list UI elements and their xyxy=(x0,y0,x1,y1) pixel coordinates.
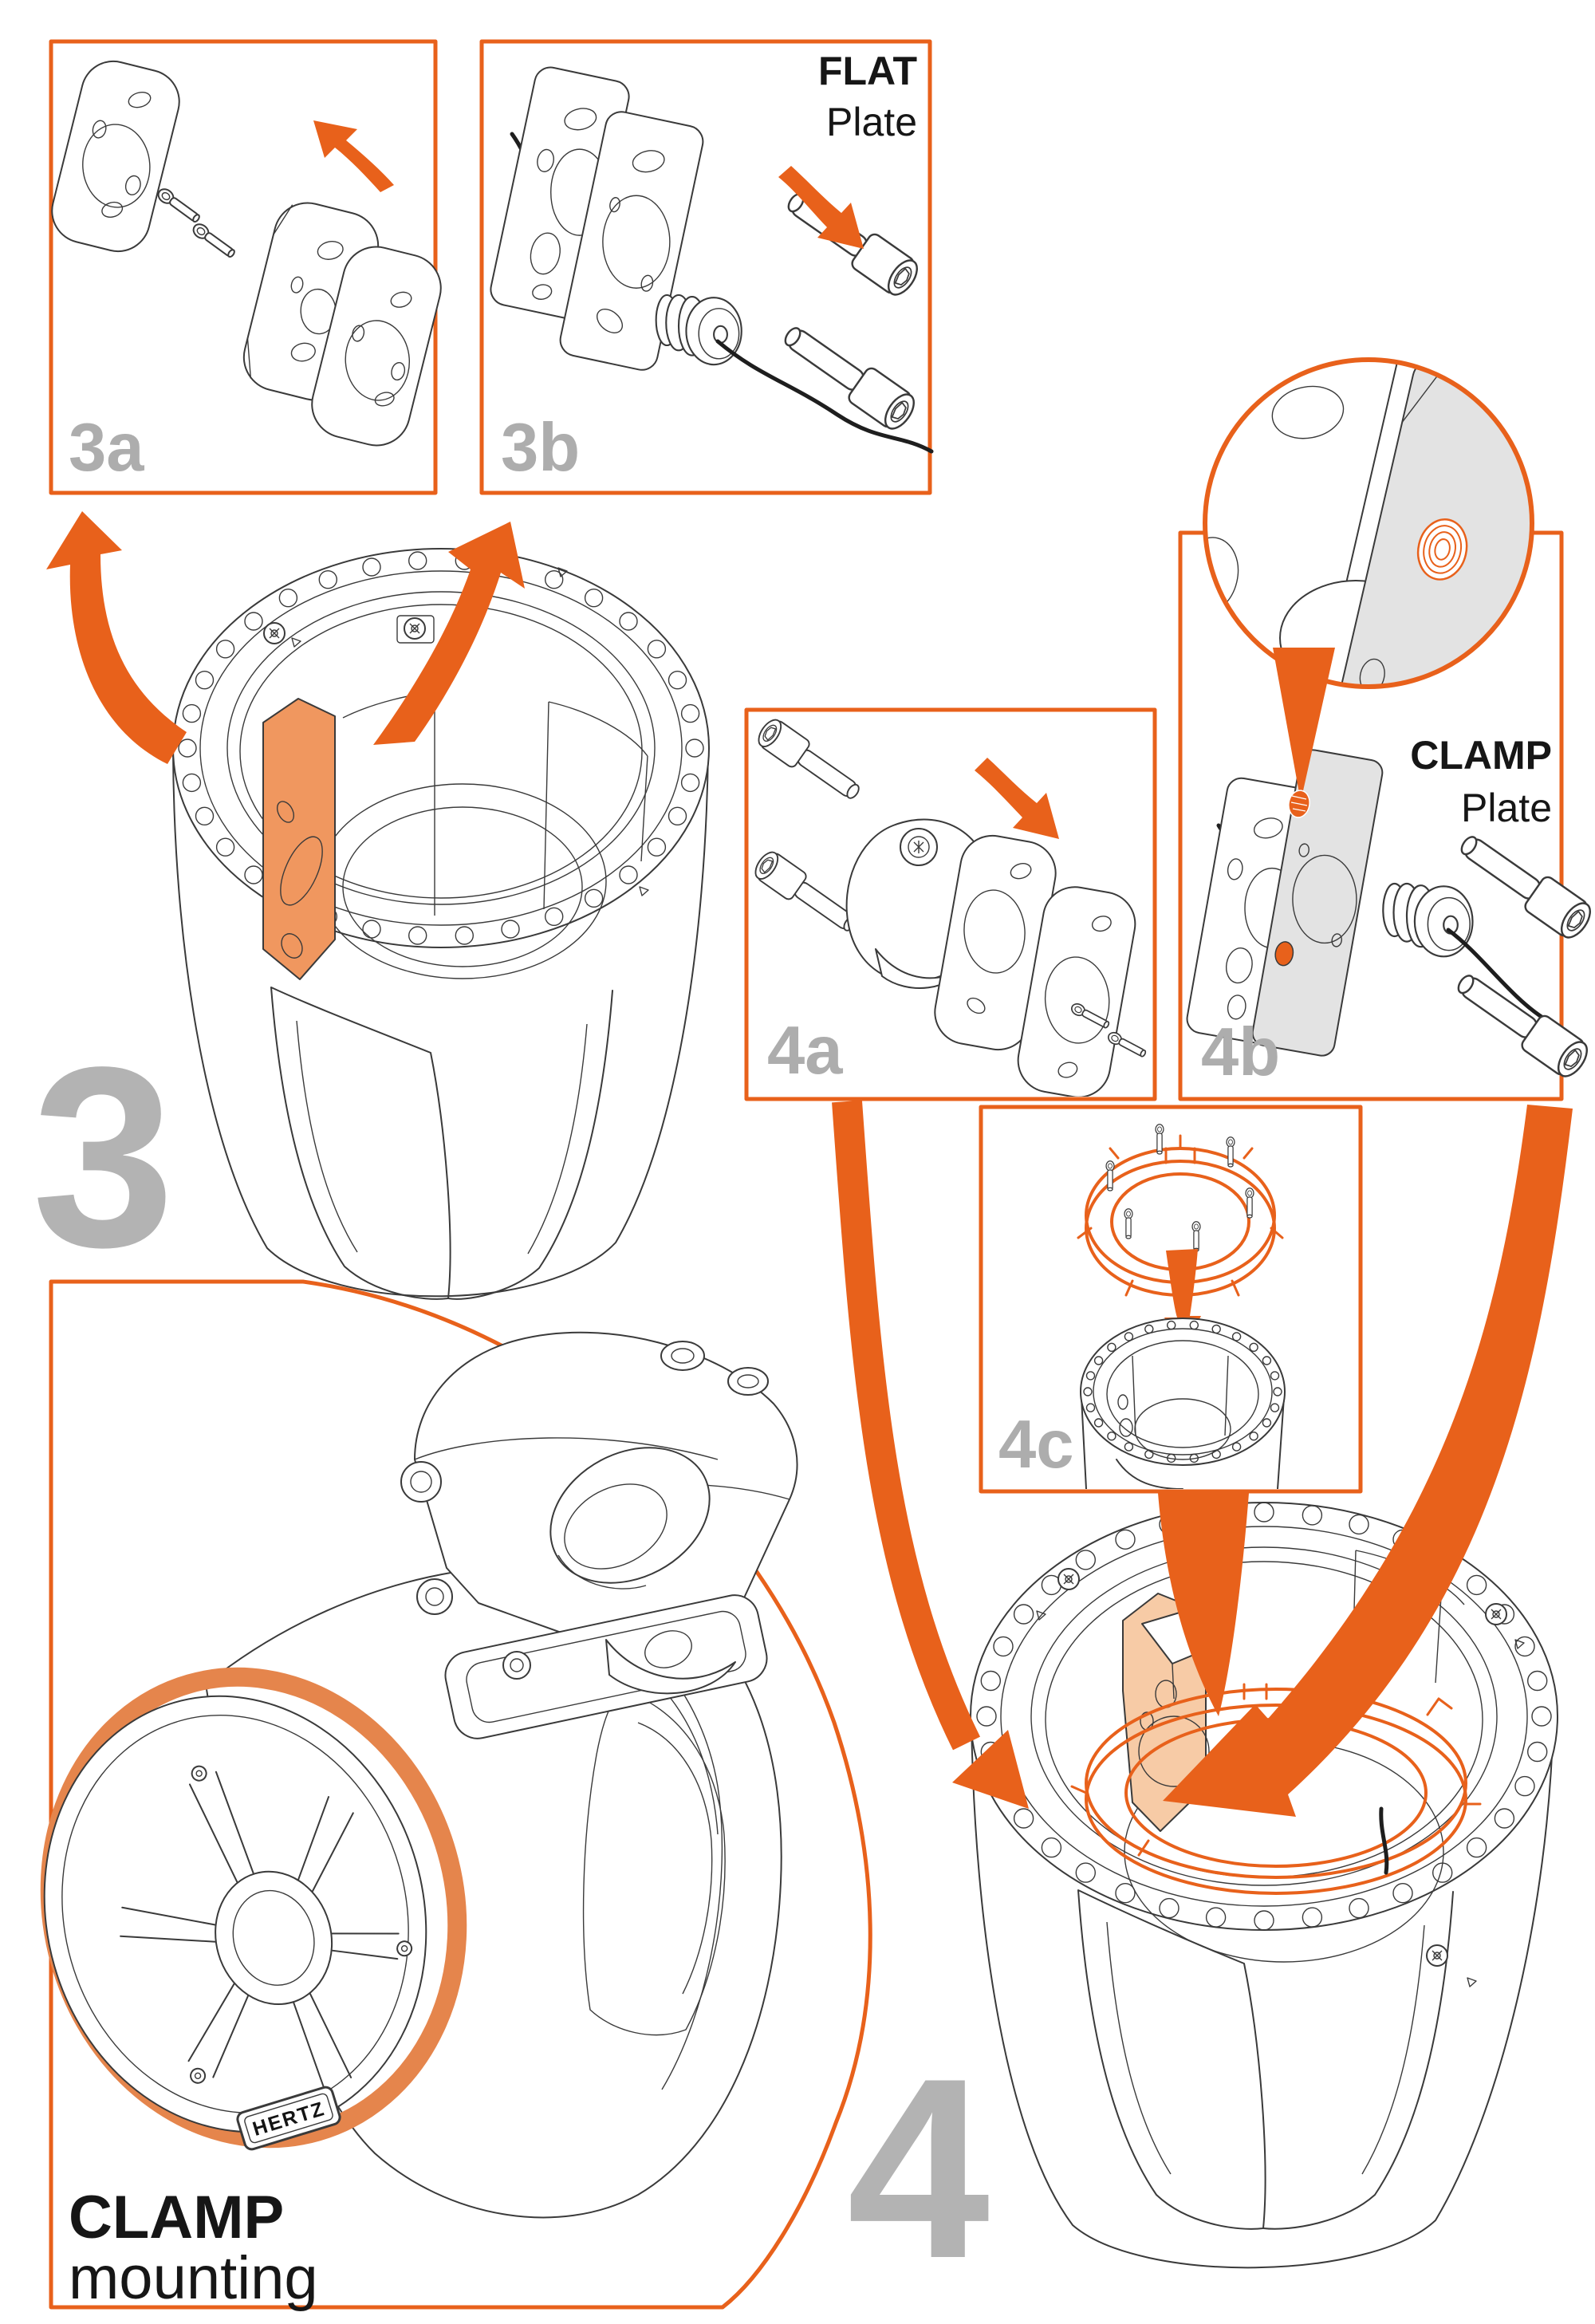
arrow-down-icon xyxy=(1158,1493,1249,1716)
clamp-mounting-panel: HERTZ CLAMP mounting xyxy=(40,1279,872,2312)
zoom-detail-circle xyxy=(1203,357,1534,689)
curved-arrow-up-left-icon xyxy=(46,511,187,764)
step3-highlighted-plate xyxy=(262,698,336,980)
flow-arrows xyxy=(832,1100,1573,1817)
flat-plate-title-regular: Plate xyxy=(826,100,917,144)
long-curved-flow-arrow-head-icon xyxy=(952,1730,1029,1809)
arrow-down-right-icon xyxy=(778,166,864,249)
clamp-mount xyxy=(400,1331,798,1739)
alignment-marker-icon xyxy=(1467,1977,1477,1987)
substep-4b-label: 4b xyxy=(1201,1014,1280,1090)
step3-number: 3 xyxy=(32,1014,175,1301)
clamp-mounting-title-bold: CLAMP xyxy=(69,2184,284,2251)
outer-plate xyxy=(311,246,442,447)
arrow-up-left-icon xyxy=(313,120,394,192)
step3-speaker-pod: 3 xyxy=(32,511,710,1301)
substep-3a-panel: 3a xyxy=(49,39,442,495)
long-curved-flow-arrow-icon xyxy=(1163,1105,1573,1817)
long-curved-flow-arrow-icon xyxy=(832,1100,981,1751)
clamp-mounting-title-regular: mounting xyxy=(69,2244,318,2312)
substep-4a-label: 4a xyxy=(767,1013,843,1089)
mini-speaker-pod xyxy=(1080,1318,1286,1489)
substep-3a-label: 3a xyxy=(69,410,144,486)
substep-4c-panel: 4c xyxy=(979,1105,1363,1494)
step4-number: 4 xyxy=(847,2026,991,2312)
rim-screw-icon xyxy=(263,622,286,644)
bolt-hole-ring xyxy=(1083,1320,1282,1463)
clamp-plate-title-bold: CLAMP xyxy=(1410,733,1552,778)
rim-screw-icon xyxy=(1426,1944,1448,1967)
rim-screw-icon xyxy=(1485,1603,1507,1625)
curved-arrow-up-right-icon xyxy=(373,522,525,745)
zoom-pointer-icon xyxy=(1273,648,1335,802)
threaded-hole-icon xyxy=(1416,518,1468,581)
clamp-plate-gray xyxy=(1251,749,1384,1057)
flat-plate-title-bold: FLAT xyxy=(818,49,917,93)
assembled-speaker-illustration: HERTZ xyxy=(40,1331,798,2219)
rim-screw-icon xyxy=(404,617,426,640)
rim-screw-icon xyxy=(1057,1568,1080,1590)
substep-3b-panel: FLAT Plate 3b xyxy=(479,39,934,495)
speaker-grille xyxy=(43,1695,427,2133)
clamp-plate-outer xyxy=(1017,886,1136,1097)
step4-speaker-pod: 4 xyxy=(832,1100,1573,2312)
clamp-plate-title-regular: Plate xyxy=(1461,786,1552,830)
substep-4a-panel: 4a xyxy=(744,707,1157,1101)
gasket-plate xyxy=(51,60,180,253)
substep-4c-label: 4c xyxy=(998,1407,1074,1483)
substep-3b-label: 3b xyxy=(501,410,580,486)
arrow-down-right-icon xyxy=(975,758,1059,839)
substep-4b-panel: CLAMP Plate 4b xyxy=(1178,357,1595,1101)
bolt-hole-ring xyxy=(178,551,704,945)
alignment-marker-icon xyxy=(639,886,649,896)
